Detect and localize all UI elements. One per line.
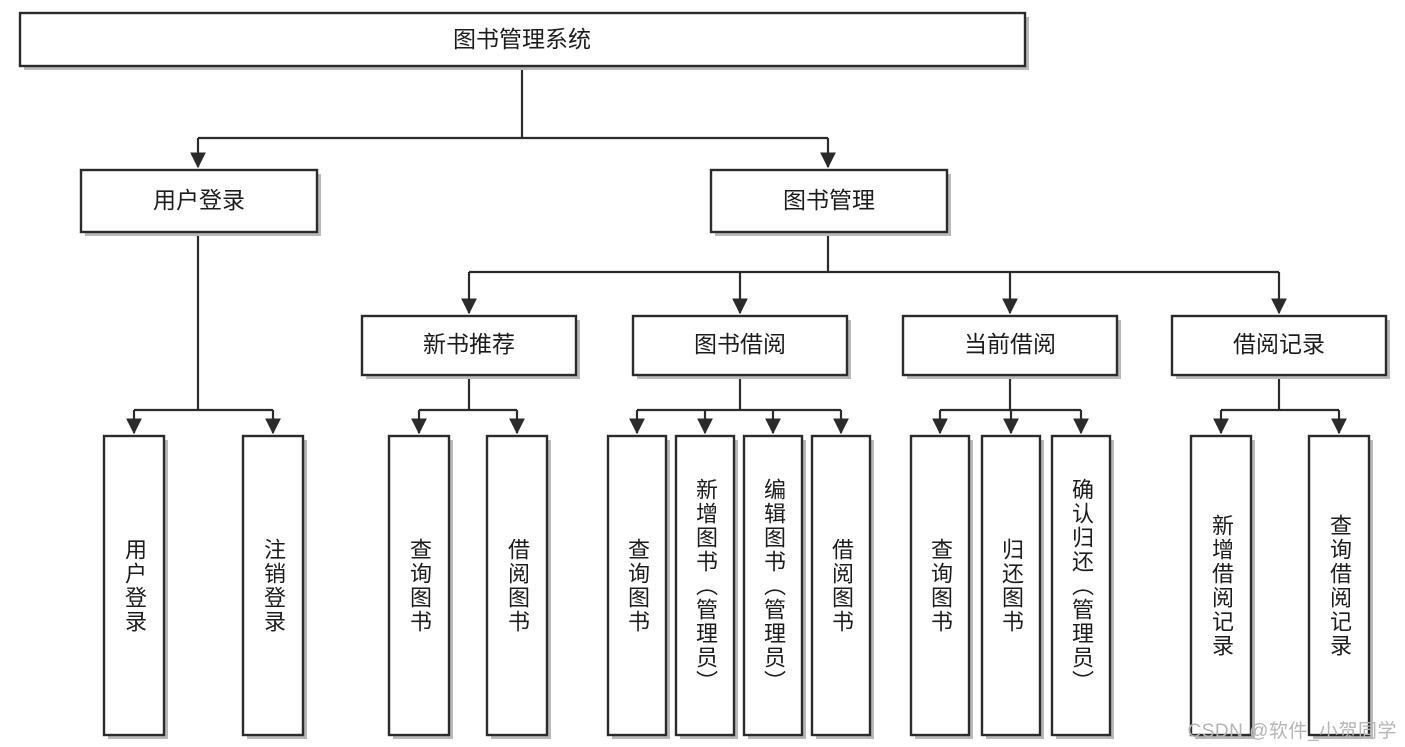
leaf-edit-book-rect [742,434,804,737]
node-new-book-rec[interactable]: 新书推荐 [360,314,580,379]
leaf-boxes [102,434,1373,739]
borrow-record-label: 借阅记录 [1233,331,1325,357]
edges-root-to-level2 [190,66,836,169]
leaf-user-login-rect [102,434,166,737]
leaf-add-book-rect [674,434,736,737]
node-root[interactable]: 图书管理系统 [18,11,1029,70]
leaf-query-record-rect [1307,434,1371,737]
node-leaf-query-book-2[interactable] [606,434,670,739]
edges-user-login-to-leaves [126,232,281,435]
edges-borrow-record-to-leaves [1213,375,1347,435]
leaf-return-book-rect [980,434,1042,737]
new-book-rec-rect [360,314,578,377]
current-borrow-label: 当前借阅 [964,331,1056,357]
book-borrow-rect [631,314,849,377]
node-user-login[interactable]: 用户登录 [79,168,321,236]
user-login-rect [79,168,319,234]
node-leaf-logout[interactable] [241,434,307,739]
leaf-confirm-return-rect [1050,434,1112,737]
node-leaf-edit-book[interactable] [742,434,806,739]
leaf-query-book-1-rect [387,434,451,737]
node-leaf-query-record[interactable] [1307,434,1373,739]
book-borrow-label: 图书借阅 [694,331,786,357]
node-current-borrow[interactable]: 当前借阅 [901,314,1121,379]
node-book-borrow[interactable]: 图书借阅 [631,314,851,379]
book-manage-label: 图书管理 [783,187,875,213]
node-book-manage[interactable]: 图书管理 [709,168,951,236]
leaf-add-record-rect [1189,434,1253,737]
book-manage-rect [709,168,949,234]
user-login-label: 用户登录 [153,187,245,213]
root-label: 图书管理系统 [453,26,591,52]
leaf-query-book-3-rect [909,434,971,737]
root-rect [18,11,1027,68]
edges-current-borrow-to-leaves [932,375,1089,435]
leaf-query-book-2-rect [606,434,668,737]
node-leaf-query-book-1[interactable] [387,434,453,739]
node-leaf-borrow-book-2[interactable] [810,434,874,739]
edges-book-manage-to-level3 [461,232,1287,315]
new-book-rec-label: 新书推荐 [423,331,515,357]
leaf-logout-rect [241,434,305,737]
node-leaf-query-book-3[interactable] [909,434,973,739]
node-leaf-return-book[interactable] [980,434,1044,739]
leaf-borrow-book-2-rect [810,434,872,737]
node-leaf-add-record[interactable] [1189,434,1255,739]
edges-new-book-rec-to-leaves [411,375,525,435]
node-leaf-confirm-return[interactable] [1050,434,1114,739]
current-borrow-rect [901,314,1119,377]
node-leaf-add-book[interactable] [674,434,738,739]
node-borrow-record[interactable]: 借阅记录 [1170,314,1390,379]
csdn-watermark: CSDN @软件_小贺同学 [1187,721,1397,742]
node-leaf-user-login[interactable] [102,434,168,739]
leaf-borrow-book-1-rect [485,434,549,737]
node-leaf-borrow-book-1[interactable] [485,434,551,739]
edges-book-borrow-to-leaves [629,375,849,435]
borrow-record-rect [1170,314,1388,377]
